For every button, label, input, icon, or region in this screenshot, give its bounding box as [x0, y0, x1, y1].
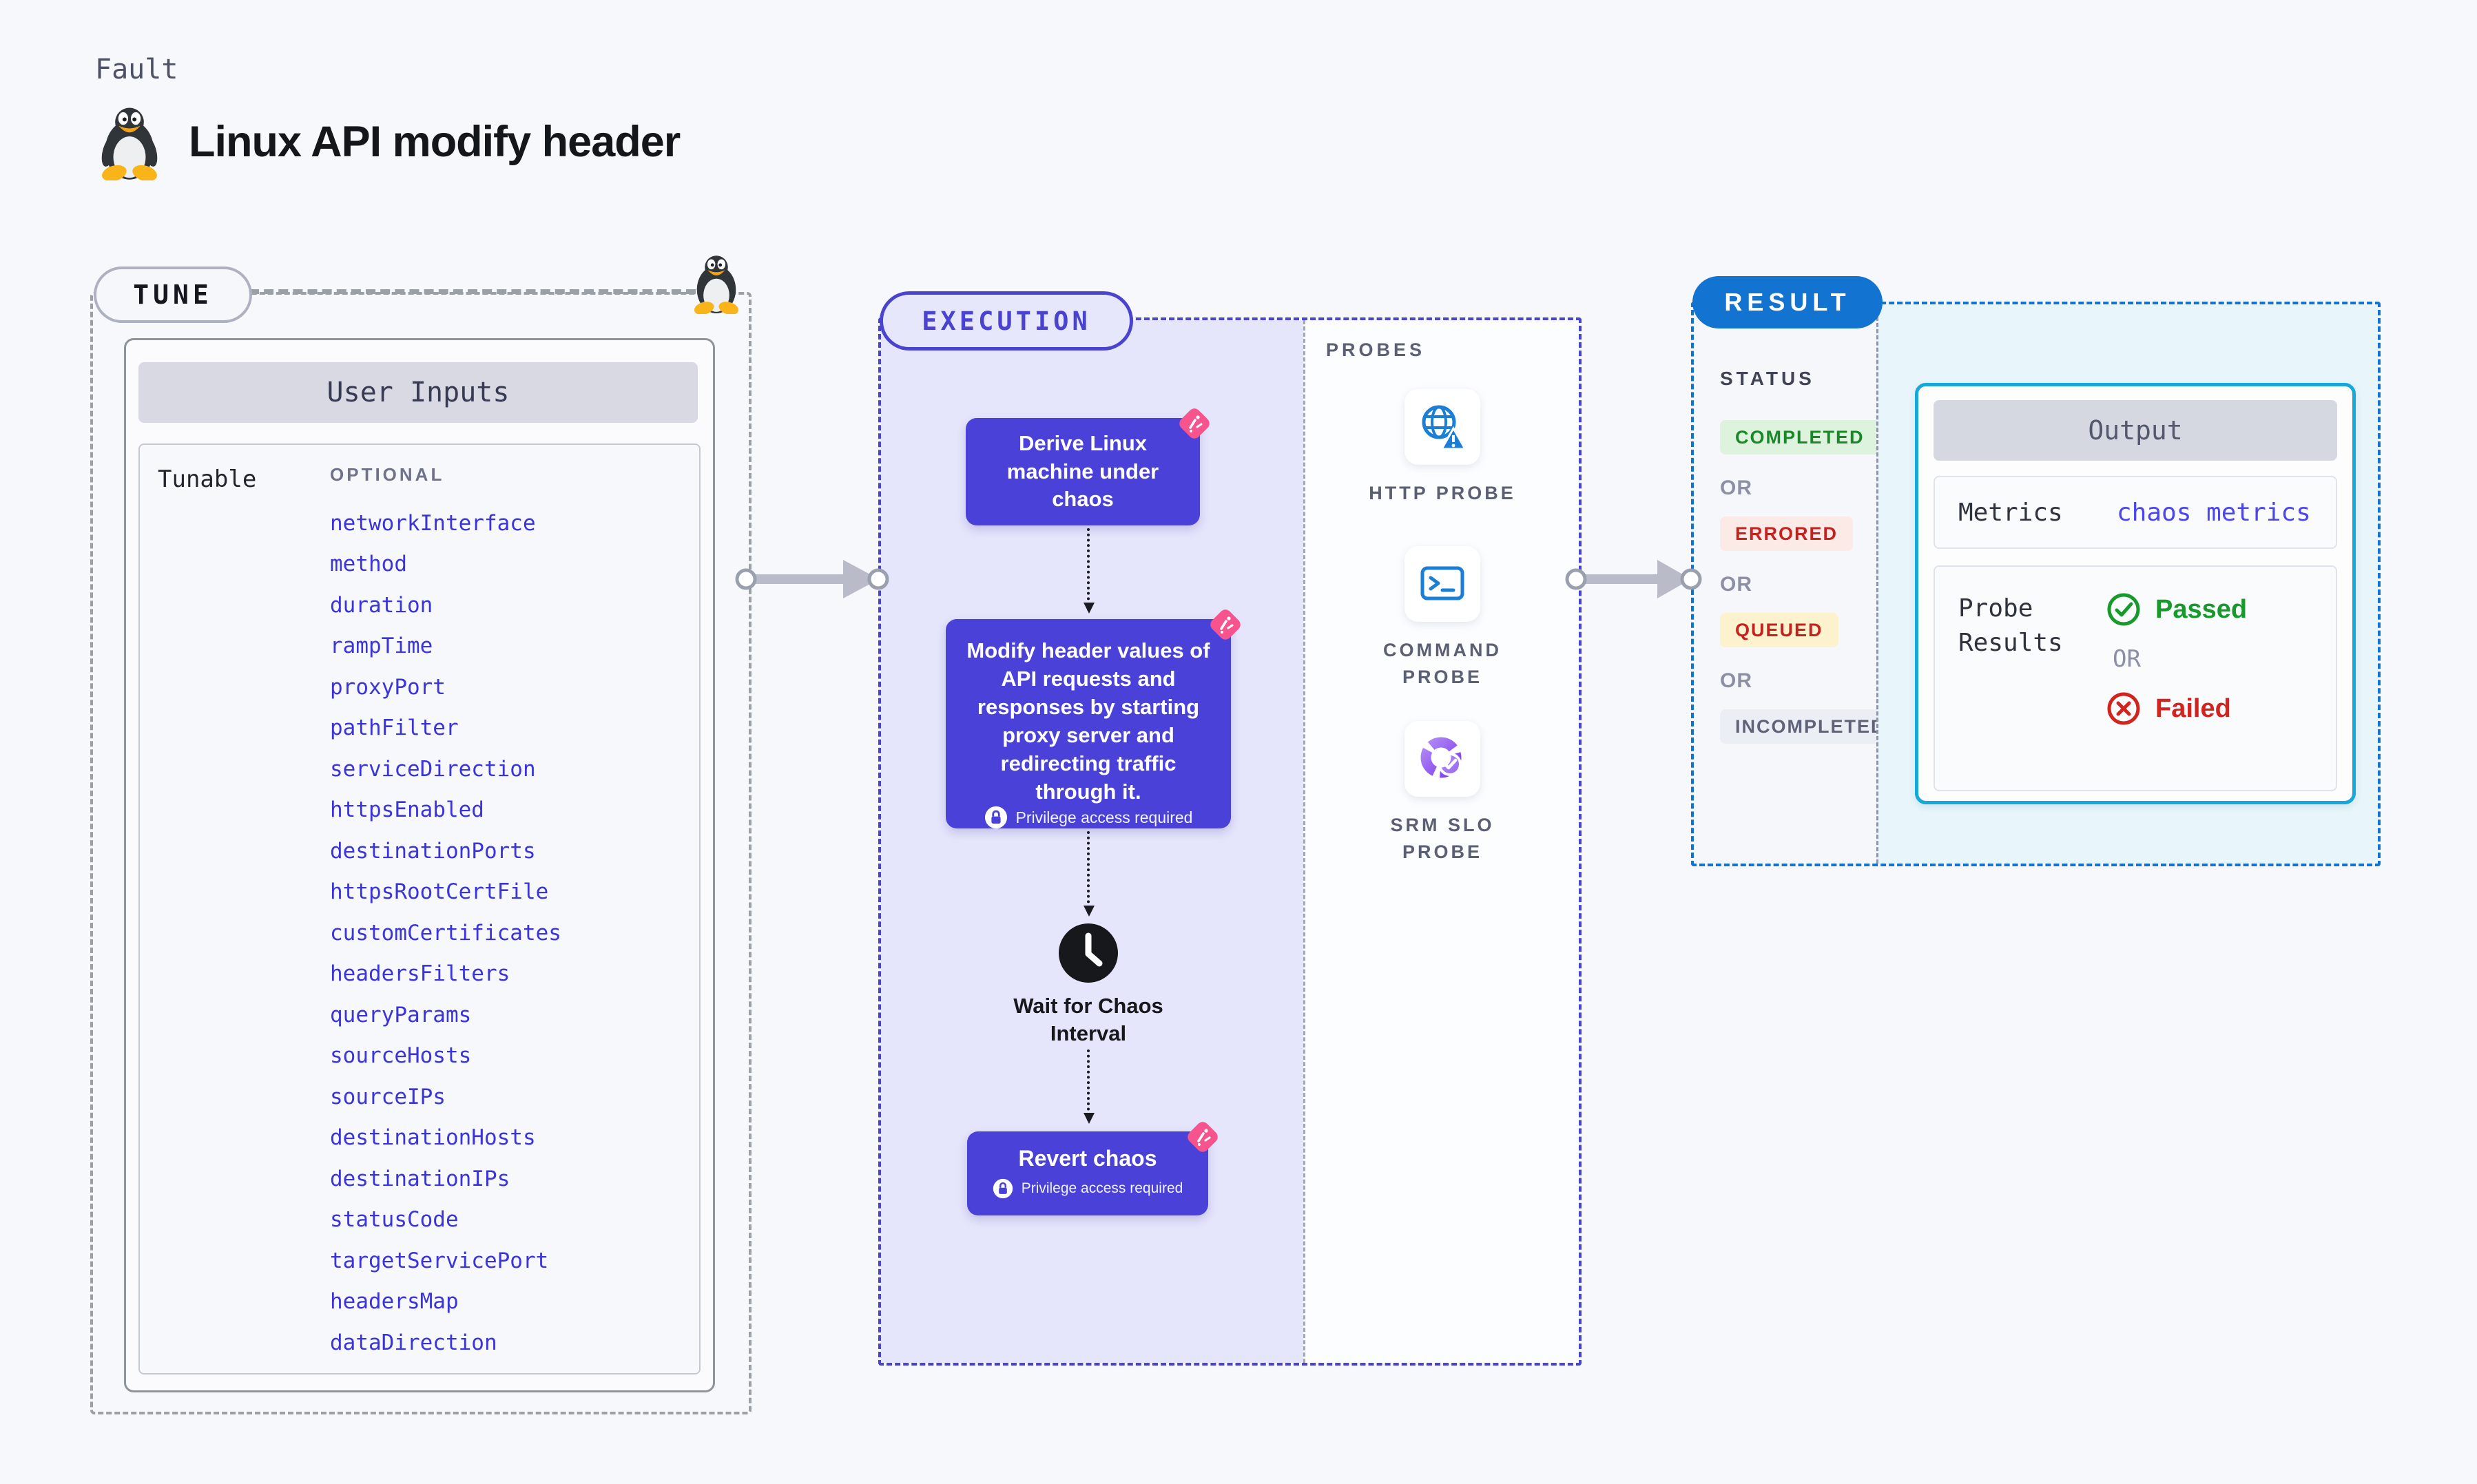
probe-http: HTTP PROBE — [1305, 389, 1579, 507]
tunable-link[interactable]: networkInterface — [330, 510, 536, 536]
lock-icon — [984, 806, 1007, 829]
result-pill: RESULT — [1692, 276, 1883, 328]
fault-kicker: Fault — [95, 54, 178, 85]
or-label: OR — [2113, 645, 2141, 673]
tunable-link[interactable]: headersMap — [330, 1289, 459, 1315]
chaos-badge-icon — [1206, 605, 1245, 644]
chaos-badge-icon — [1175, 404, 1214, 443]
x-circle-icon — [2107, 692, 2140, 725]
user-inputs-card: User Inputs Tunable OPTIONAL networkInte… — [124, 338, 715, 1392]
user-inputs-header: User Inputs — [138, 362, 698, 423]
connector-modify-wait — [1084, 831, 1095, 917]
or-label: OR — [1720, 477, 1752, 499]
title-row: Linux API modify header — [96, 103, 681, 180]
tune-pill: TUNE — [94, 267, 252, 323]
tunable-link[interactable]: targetServicePort — [330, 1248, 549, 1273]
probe-label: COMMAND PROBE — [1383, 640, 1502, 688]
probe-results-label: Probe Results — [1958, 594, 2063, 658]
probe-command: COMMAND PROBE — [1305, 546, 1579, 691]
probe-label: HTTP PROBE — [1369, 483, 1516, 503]
clock-icon — [1059, 923, 1118, 983]
or-label: OR — [1720, 669, 1752, 692]
connector-wait-revert — [1084, 1049, 1095, 1124]
tunable-link[interactable]: httpsRootCertFile — [330, 879, 549, 905]
command-probe-card[interactable] — [1405, 546, 1480, 622]
tunable-link[interactable]: proxyPort — [330, 674, 446, 700]
probe-result-passed: Passed — [2106, 592, 2247, 627]
tunable-link[interactable]: headersFilters — [330, 961, 510, 987]
probe-label: SRM SLO PROBE — [1390, 815, 1495, 863]
tunable-link[interactable]: customCertificates — [330, 920, 561, 945]
status-badge-incompleted: INCOMPLETED — [1720, 709, 1901, 744]
output-header: Output — [1934, 400, 2337, 461]
tunable-row-label: Tunable — [158, 466, 257, 493]
execution-pill: EXECUTION — [880, 291, 1133, 351]
chaos-badge-icon — [1183, 1118, 1222, 1156]
tunable-link[interactable]: destinationHosts — [330, 1125, 536, 1151]
or-label: OR — [1720, 573, 1752, 596]
tune-tux-icon — [690, 252, 743, 314]
probes-to-result-arrow — [1565, 560, 1702, 598]
modify-step-box: Modify header values of API requests and… — [946, 609, 1241, 829]
probe-srm-slo: SRM SLO PROBE — [1305, 721, 1579, 866]
lock-icon — [993, 1179, 1013, 1199]
tunable-link[interactable]: httpsEnabled — [330, 797, 484, 823]
privilege-note-text: Privilege access required — [1015, 808, 1193, 826]
http-probe-card[interactable] — [1405, 389, 1480, 465]
probes-panel: PROBES HTTP PROBE — [1303, 320, 1579, 1363]
slo-donut-check-icon — [1420, 737, 1462, 778]
tune-penguin-connector-line — [249, 289, 696, 294]
wait-step: Wait for Chaos Interval — [985, 923, 1192, 1048]
revert-step-box: Revert chaos Privilege access required — [967, 1122, 1218, 1215]
page-title: Linux API modify header — [189, 118, 681, 166]
tunable-link[interactable]: pathFilter — [330, 715, 459, 741]
probes-label: PROBES — [1326, 339, 1426, 360]
metrics-label: Metrics — [1958, 498, 2063, 527]
tunable-link[interactable]: sourceIPs — [330, 1084, 446, 1109]
check-circle-icon — [2107, 593, 2140, 626]
tunables-panel: Tunable OPTIONAL networkInterface method… — [138, 443, 701, 1375]
tunable-link[interactable]: duration — [330, 592, 433, 618]
output-box: Output Metrics chaos metrics Probe Resul… — [1915, 383, 2356, 804]
tunable-link[interactable]: destinationIPs — [330, 1166, 510, 1191]
chaos-metrics-link[interactable]: chaos metrics — [2117, 498, 2311, 527]
derive-step-text: Derive Linux machine under chaos — [1006, 430, 1159, 512]
modify-step-text: Modify header values of API requests and… — [966, 638, 1210, 804]
derive-step-box: Derive Linux machine under chaos — [966, 408, 1210, 525]
tunable-link[interactable]: method — [330, 552, 407, 577]
wait-step-text: Wait for Chaos Interval — [1013, 994, 1163, 1046]
optional-label: OPTIONAL — [330, 464, 445, 485]
tunable-link[interactable]: rampTime — [330, 634, 433, 659]
connector-derive-modify — [1084, 528, 1095, 614]
privilege-note-text: Privilege access required — [1021, 1180, 1183, 1197]
tunables-list: networkInterface method duration rampTim… — [330, 503, 561, 1363]
probe-results-row: Probe Results Passed OR Failed — [1934, 565, 2337, 791]
privilege-note: Privilege access required — [993, 1178, 1183, 1199]
revert-step-text: Revert chaos — [1018, 1146, 1157, 1171]
tunable-link[interactable]: queryParams — [330, 1002, 472, 1027]
tunable-link[interactable]: dataDirection — [330, 1330, 497, 1355]
probe-results-values: Passed OR Failed — [2106, 592, 2247, 790]
tunable-link[interactable]: serviceDirection — [330, 756, 536, 782]
globe-alert-icon — [1422, 405, 1467, 450]
status-badge-errored: ERRORED — [1720, 516, 1854, 551]
tune-to-execution-arrow — [735, 560, 889, 598]
privilege-note: Privilege access required — [984, 806, 1193, 829]
status-badge-queued: QUEUED — [1720, 613, 1838, 647]
metrics-row: Metrics chaos metrics — [1934, 476, 2337, 549]
status-label: STATUS — [1720, 368, 1815, 389]
srm-slo-probe-card[interactable] — [1405, 721, 1480, 797]
tunable-link[interactable]: destinationPorts — [330, 838, 536, 864]
status-column: STATUS COMPLETED OR ERRORED OR QUEUED OR… — [1694, 304, 1901, 864]
status-badge-completed: COMPLETED — [1720, 420, 1880, 454]
tunable-link[interactable]: statusCode — [330, 1207, 459, 1233]
probe-result-failed: Failed — [2106, 691, 2231, 727]
tunable-link[interactable]: sourceHosts — [330, 1043, 472, 1069]
terminal-icon — [1420, 566, 1464, 600]
linux-tux-icon — [96, 103, 163, 180]
